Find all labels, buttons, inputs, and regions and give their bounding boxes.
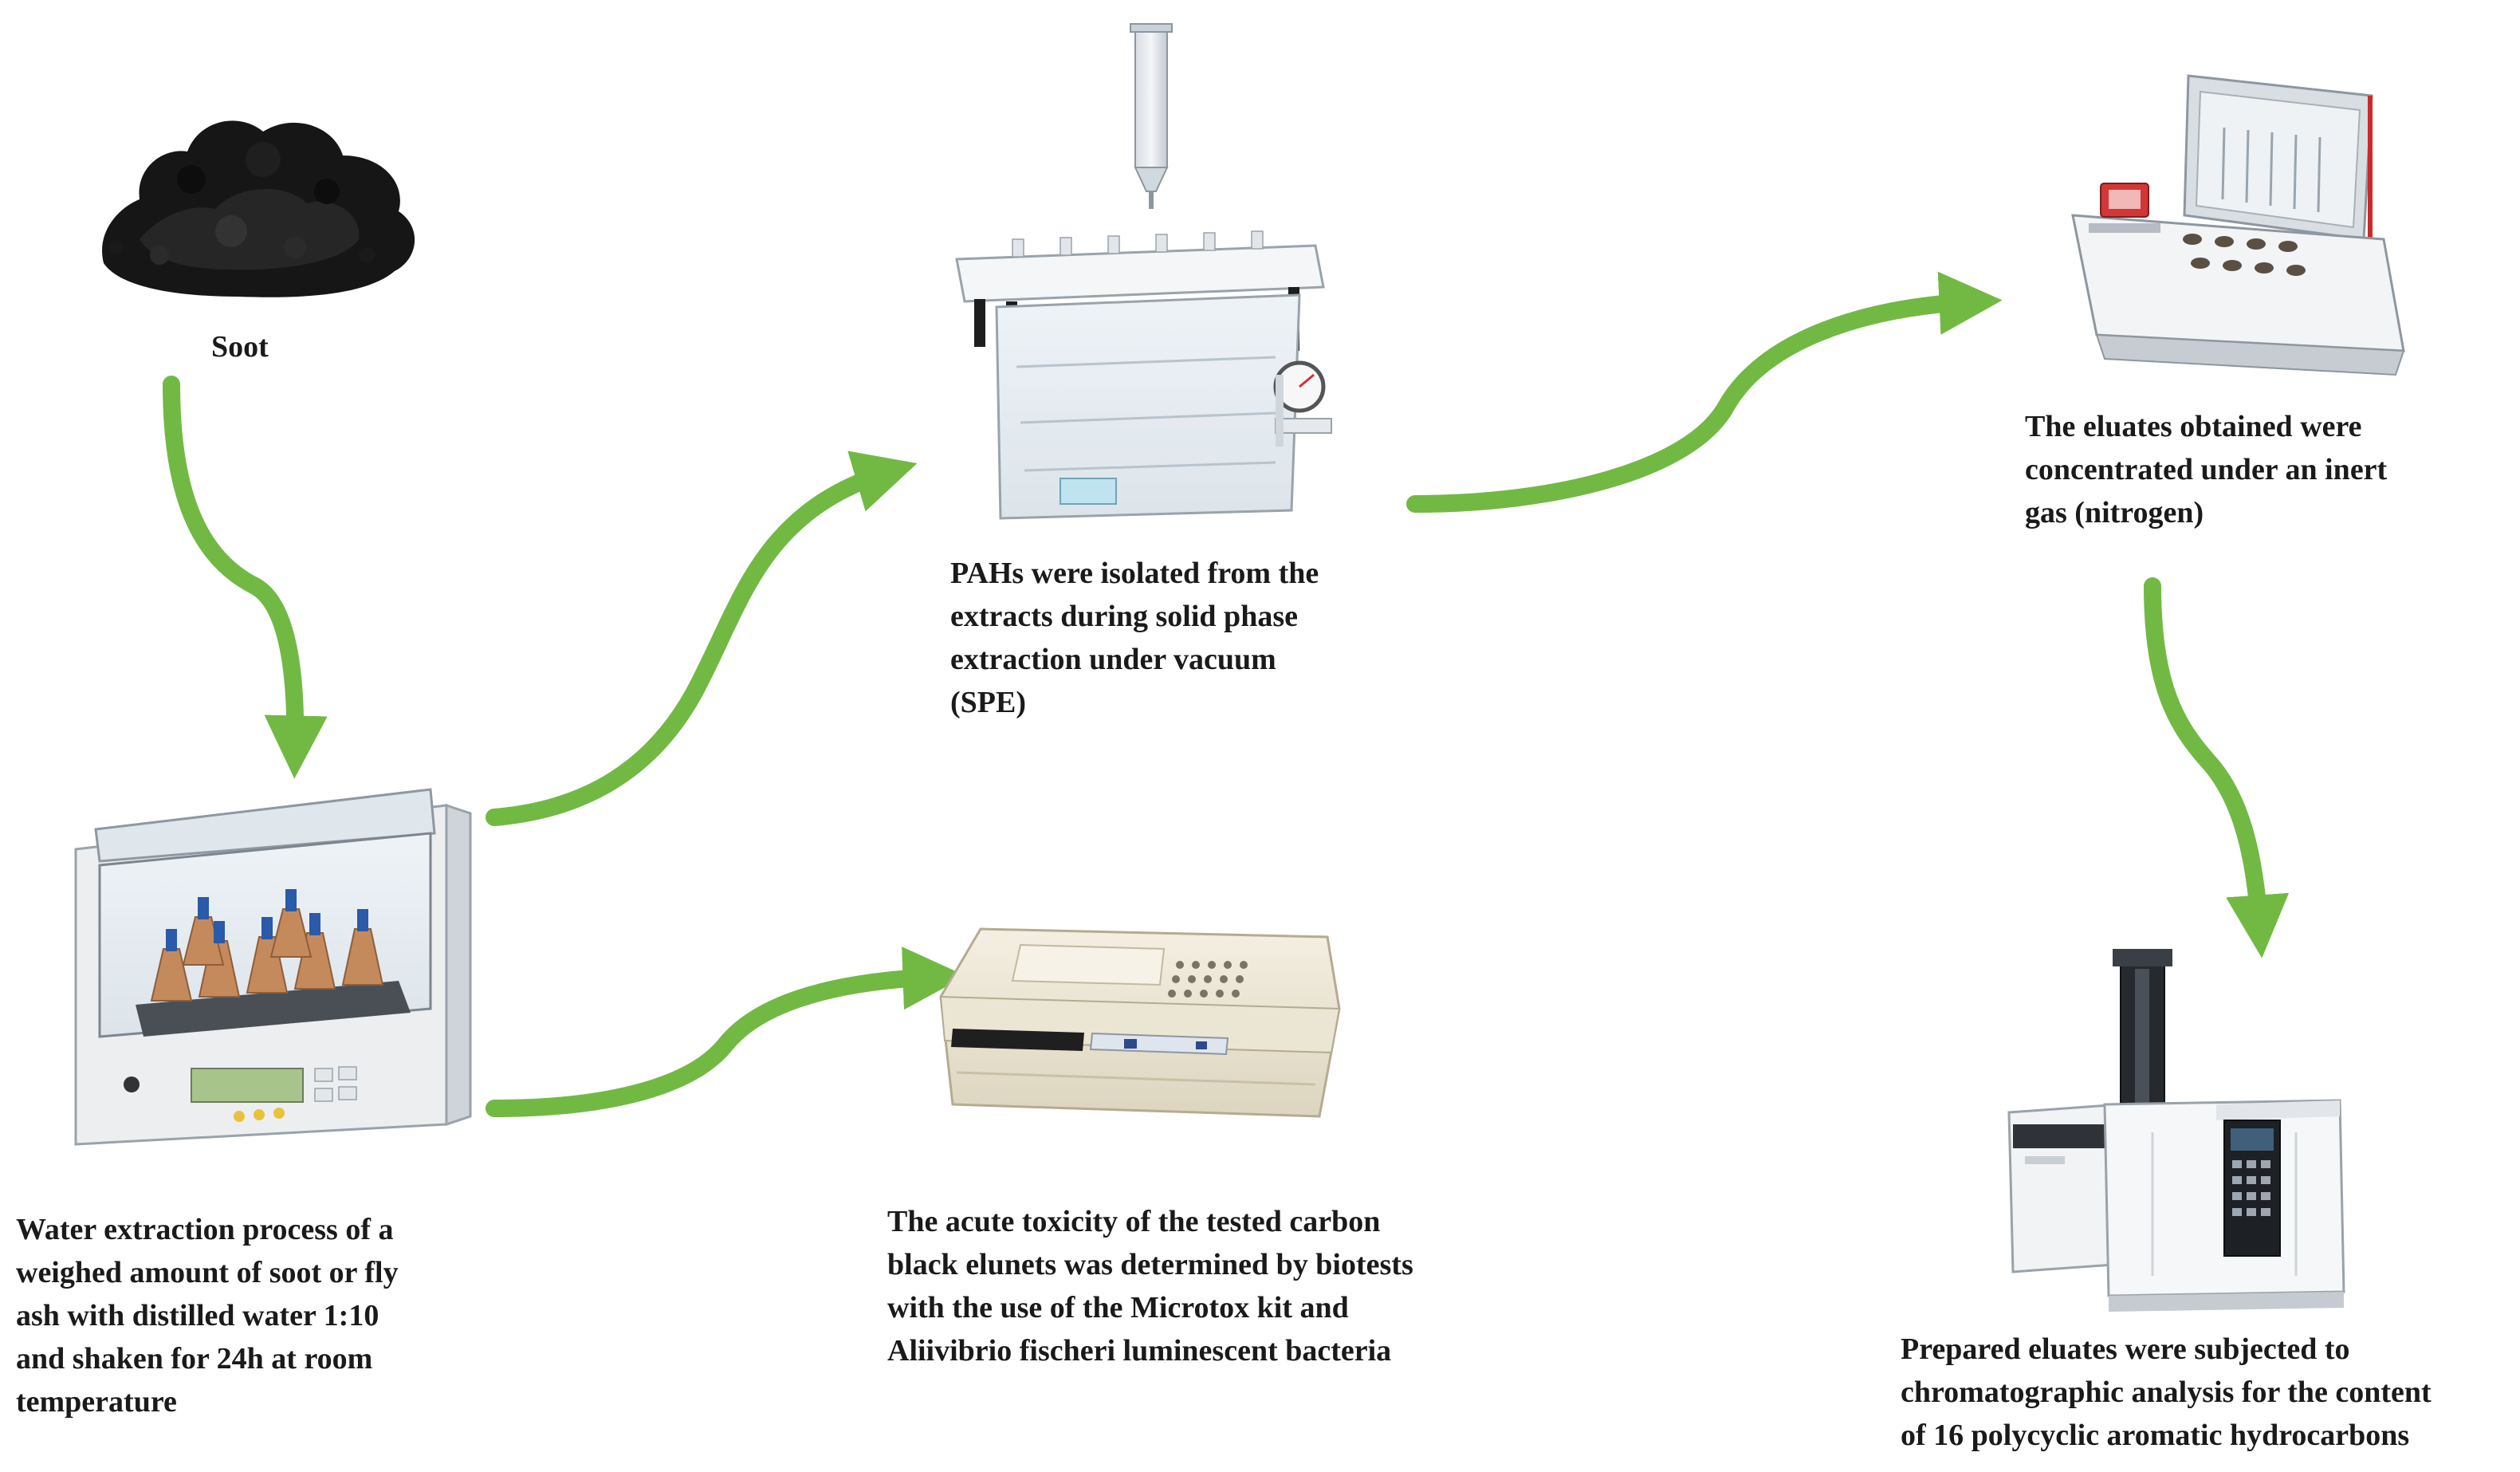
soot-label: Soot xyxy=(211,330,269,364)
gas-chromatograph-icon xyxy=(2007,949,2345,1312)
concentration-label: The eluates obtained were concentrated u… xyxy=(2025,410,2388,529)
nitrogen-evaporator-icon xyxy=(2071,74,2405,376)
toxicity-label: The acute toxicity of the tested carbon … xyxy=(887,1205,1413,1368)
arrow-concentration-to-chromatography xyxy=(2144,577,2290,958)
arrow-spe-to-concentration xyxy=(1406,271,2003,513)
microtox-analyzer-icon xyxy=(939,927,1341,1118)
chromatography-label: Prepared eluates were subjected to chrom… xyxy=(1901,1332,2432,1452)
spe-label: PAHs were isolated from the extracts dur… xyxy=(950,557,1319,719)
arrow-extraction-to-spe xyxy=(486,451,918,826)
arrow-soot-to-extraction xyxy=(163,376,328,779)
water-extraction-label: Water extraction process of a weighed am… xyxy=(16,1213,399,1419)
incubator-shaker-icon xyxy=(74,788,472,1146)
sample-wells xyxy=(1168,961,1248,998)
spe-vacuum-manifold-icon xyxy=(955,23,1332,520)
soot-powder-pile-icon xyxy=(102,120,415,297)
arrow-extraction-to-toxicity xyxy=(486,947,966,1117)
arrows xyxy=(163,271,2290,1117)
